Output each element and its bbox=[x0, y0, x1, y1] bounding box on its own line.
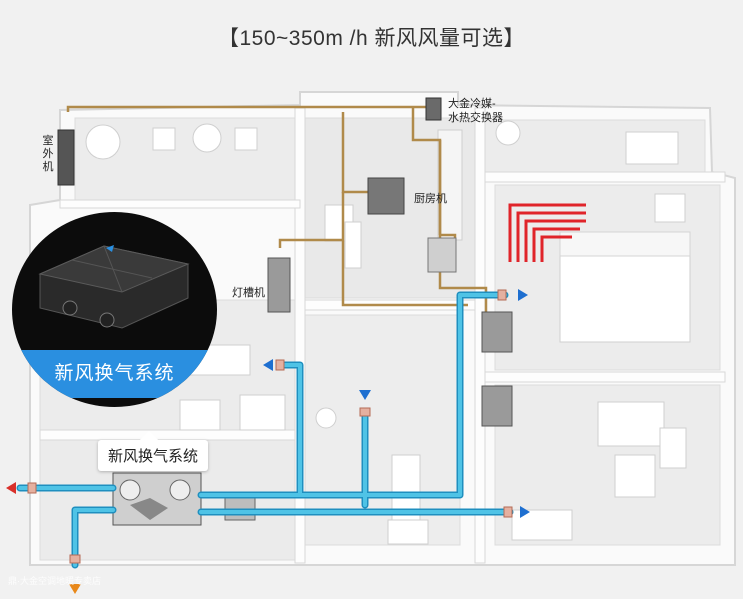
supply-arrow-bath bbox=[263, 359, 273, 371]
page-title: 【150~350m /h 新风风量可选】 bbox=[217, 27, 525, 50]
outdoor-unit-label: 室外机 bbox=[42, 135, 54, 173]
brand-logo-icon bbox=[106, 245, 114, 252]
ventilation-unit-image bbox=[38, 245, 190, 329]
return-arrow bbox=[359, 390, 371, 400]
exchanger-label-line2: 水热交换器 bbox=[448, 112, 503, 124]
intake-arrow bbox=[69, 584, 81, 594]
supply-arrow-study bbox=[520, 506, 530, 518]
inset-caption: 新风换气系统 bbox=[12, 350, 217, 398]
cove-unit-label: 灯槽机 bbox=[232, 287, 265, 299]
kitchen-unit-label: 厨房机 bbox=[414, 193, 447, 205]
exhaust-arrow bbox=[6, 482, 16, 494]
watermark: 鼎·大金空调地暖专卖店 bbox=[8, 576, 101, 586]
flow-arrows bbox=[6, 289, 530, 594]
floor-heating-coil bbox=[508, 203, 586, 262]
exchanger-label-line1: 大金冷媒- bbox=[448, 98, 496, 110]
equipment bbox=[57, 97, 513, 526]
supply-arrow-bedroom bbox=[518, 289, 528, 301]
product-inset: 新风换气系统 bbox=[12, 212, 217, 407]
duct-fittings bbox=[27, 289, 513, 564]
system-label: 新风换气系统 bbox=[98, 431, 209, 471]
